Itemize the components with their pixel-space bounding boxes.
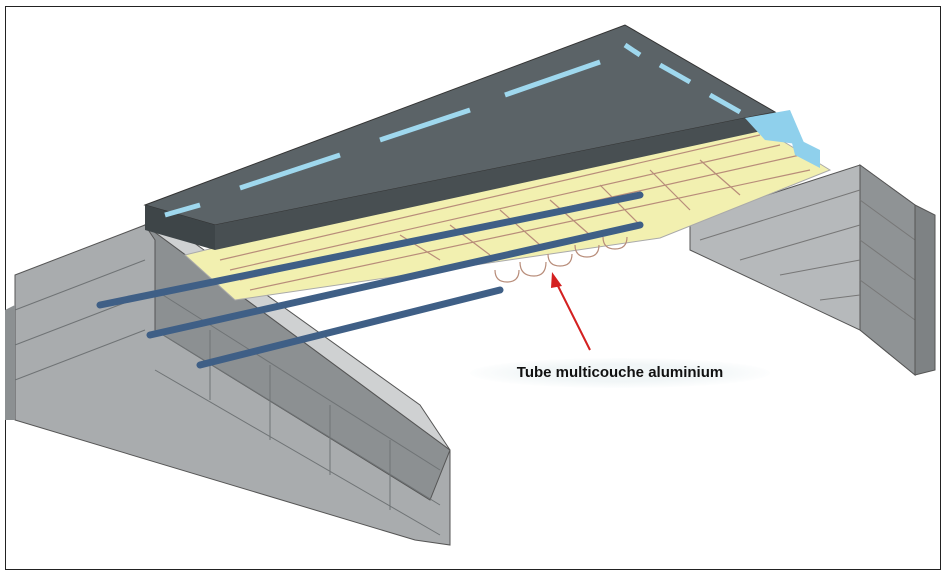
- slab-marking: [164, 42, 742, 218]
- steel-beams: [96, 191, 644, 369]
- concrete-slab: [143, 24, 820, 250]
- annotation-arrow: [551, 272, 591, 351]
- tube-label: Tube multicouche aluminium: [470, 358, 770, 388]
- right-block-wall: [689, 164, 936, 377]
- figure-frame: [5, 6, 941, 570]
